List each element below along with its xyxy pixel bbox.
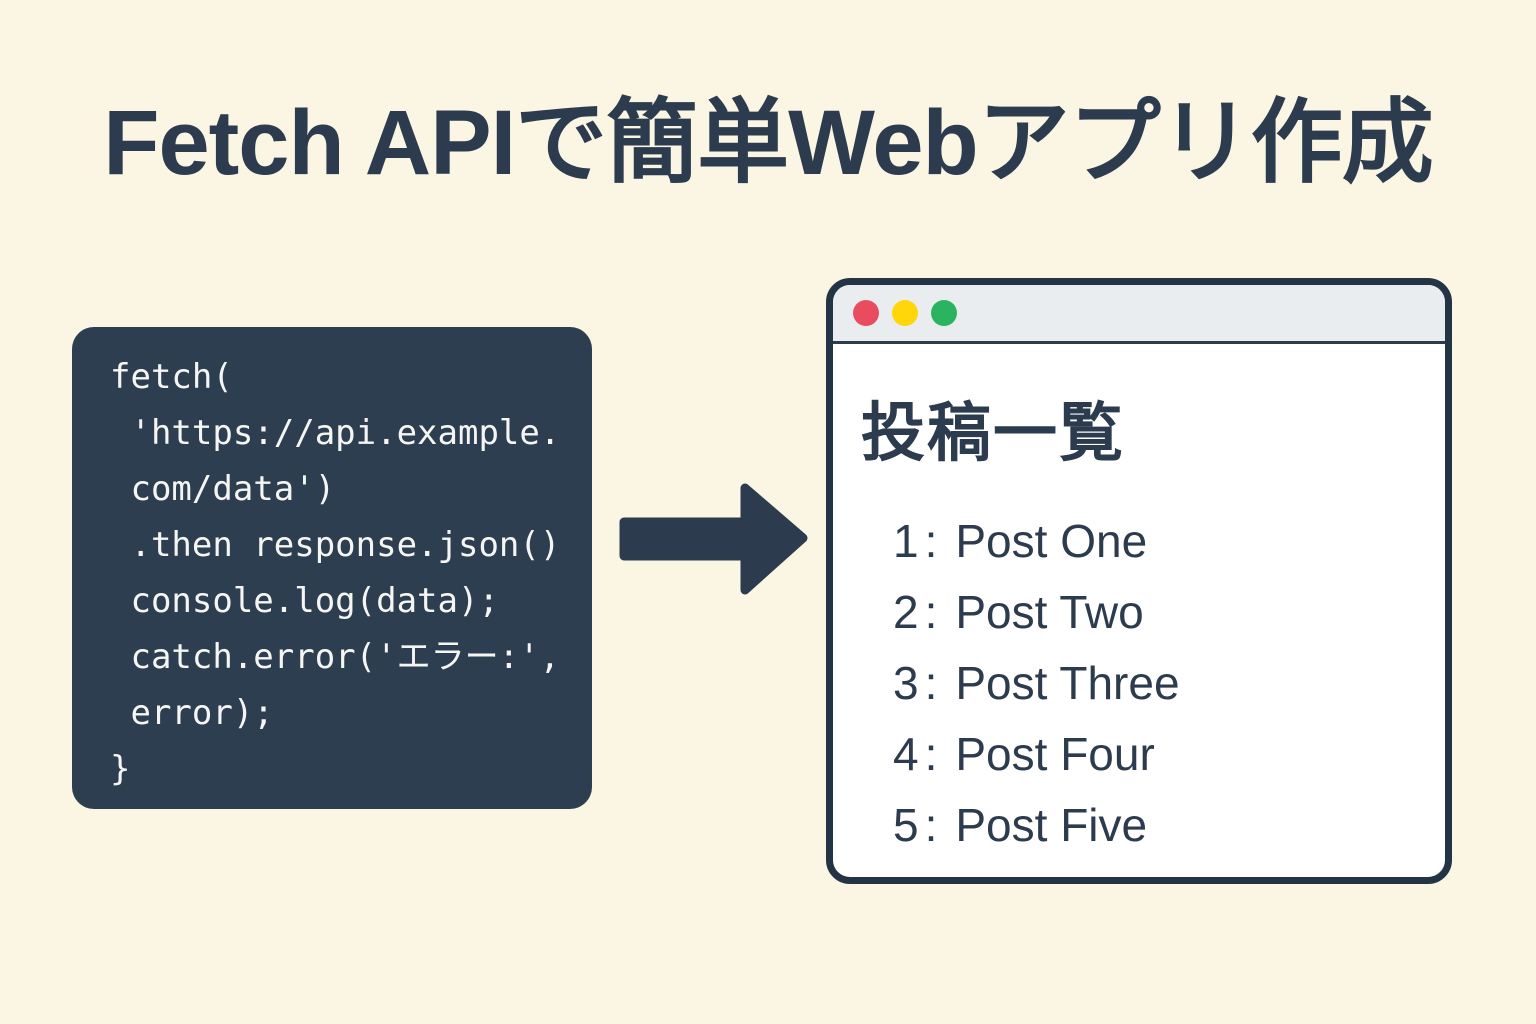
post-title: Post One <box>955 515 1148 567</box>
post-title: Post Four <box>955 728 1155 780</box>
traffic-light-red-icon <box>853 300 879 326</box>
post-row: 1: Post One <box>893 506 1425 577</box>
post-number: 3 <box>893 657 919 709</box>
post-separator: : <box>924 657 938 709</box>
right-arrow-icon <box>619 483 808 595</box>
browser-content: 投稿一覧 1: Post One 2: Post Two 3: Post Three … <box>833 344 1445 861</box>
code-line: console.log(data); <box>110 581 499 621</box>
browser-window: 投稿一覧 1: Post One 2: Post Two 3: Post Three … <box>826 278 1452 884</box>
code-line: } <box>110 749 131 789</box>
code-line: error); <box>110 693 274 733</box>
post-row: 3: Post Three <box>893 648 1425 719</box>
post-list: 1: Post One 2: Post Two 3: Post Three 4: Pos… <box>861 506 1425 861</box>
code-line: com/data') <box>110 469 336 509</box>
code-line: 'https://api.example. <box>110 413 561 453</box>
traffic-light-green-icon <box>931 300 957 326</box>
post-list-heading: 投稿一覧 <box>861 397 1125 469</box>
post-number: 4 <box>893 728 919 780</box>
post-separator: : <box>924 586 938 638</box>
post-number: 1 <box>893 515 919 567</box>
code-block: fetch( 'https://api.example. com/data') … <box>72 327 592 809</box>
post-separator: : <box>924 515 938 567</box>
traffic-light-yellow-icon <box>892 300 918 326</box>
post-number: 5 <box>893 799 919 851</box>
code-line: catch.error('エラー:', <box>110 637 560 677</box>
code-line: fetch( <box>110 357 233 397</box>
code-line: .then response.json() <box>110 525 561 565</box>
post-title: Post Five <box>955 799 1148 851</box>
post-separator: : <box>924 799 938 851</box>
post-row: 2: Post Two <box>893 577 1425 648</box>
post-number: 2 <box>893 586 919 638</box>
post-row: 4: Post Four <box>893 719 1425 790</box>
post-title: Post Two <box>955 586 1144 638</box>
post-separator: : <box>924 728 938 780</box>
page-title: Fetch APIで簡単Webアプリ作成 <box>103 92 1433 194</box>
post-row: 5: Post Five <box>893 790 1425 861</box>
post-title: Post Three <box>955 657 1180 709</box>
browser-titlebar <box>833 285 1445 344</box>
